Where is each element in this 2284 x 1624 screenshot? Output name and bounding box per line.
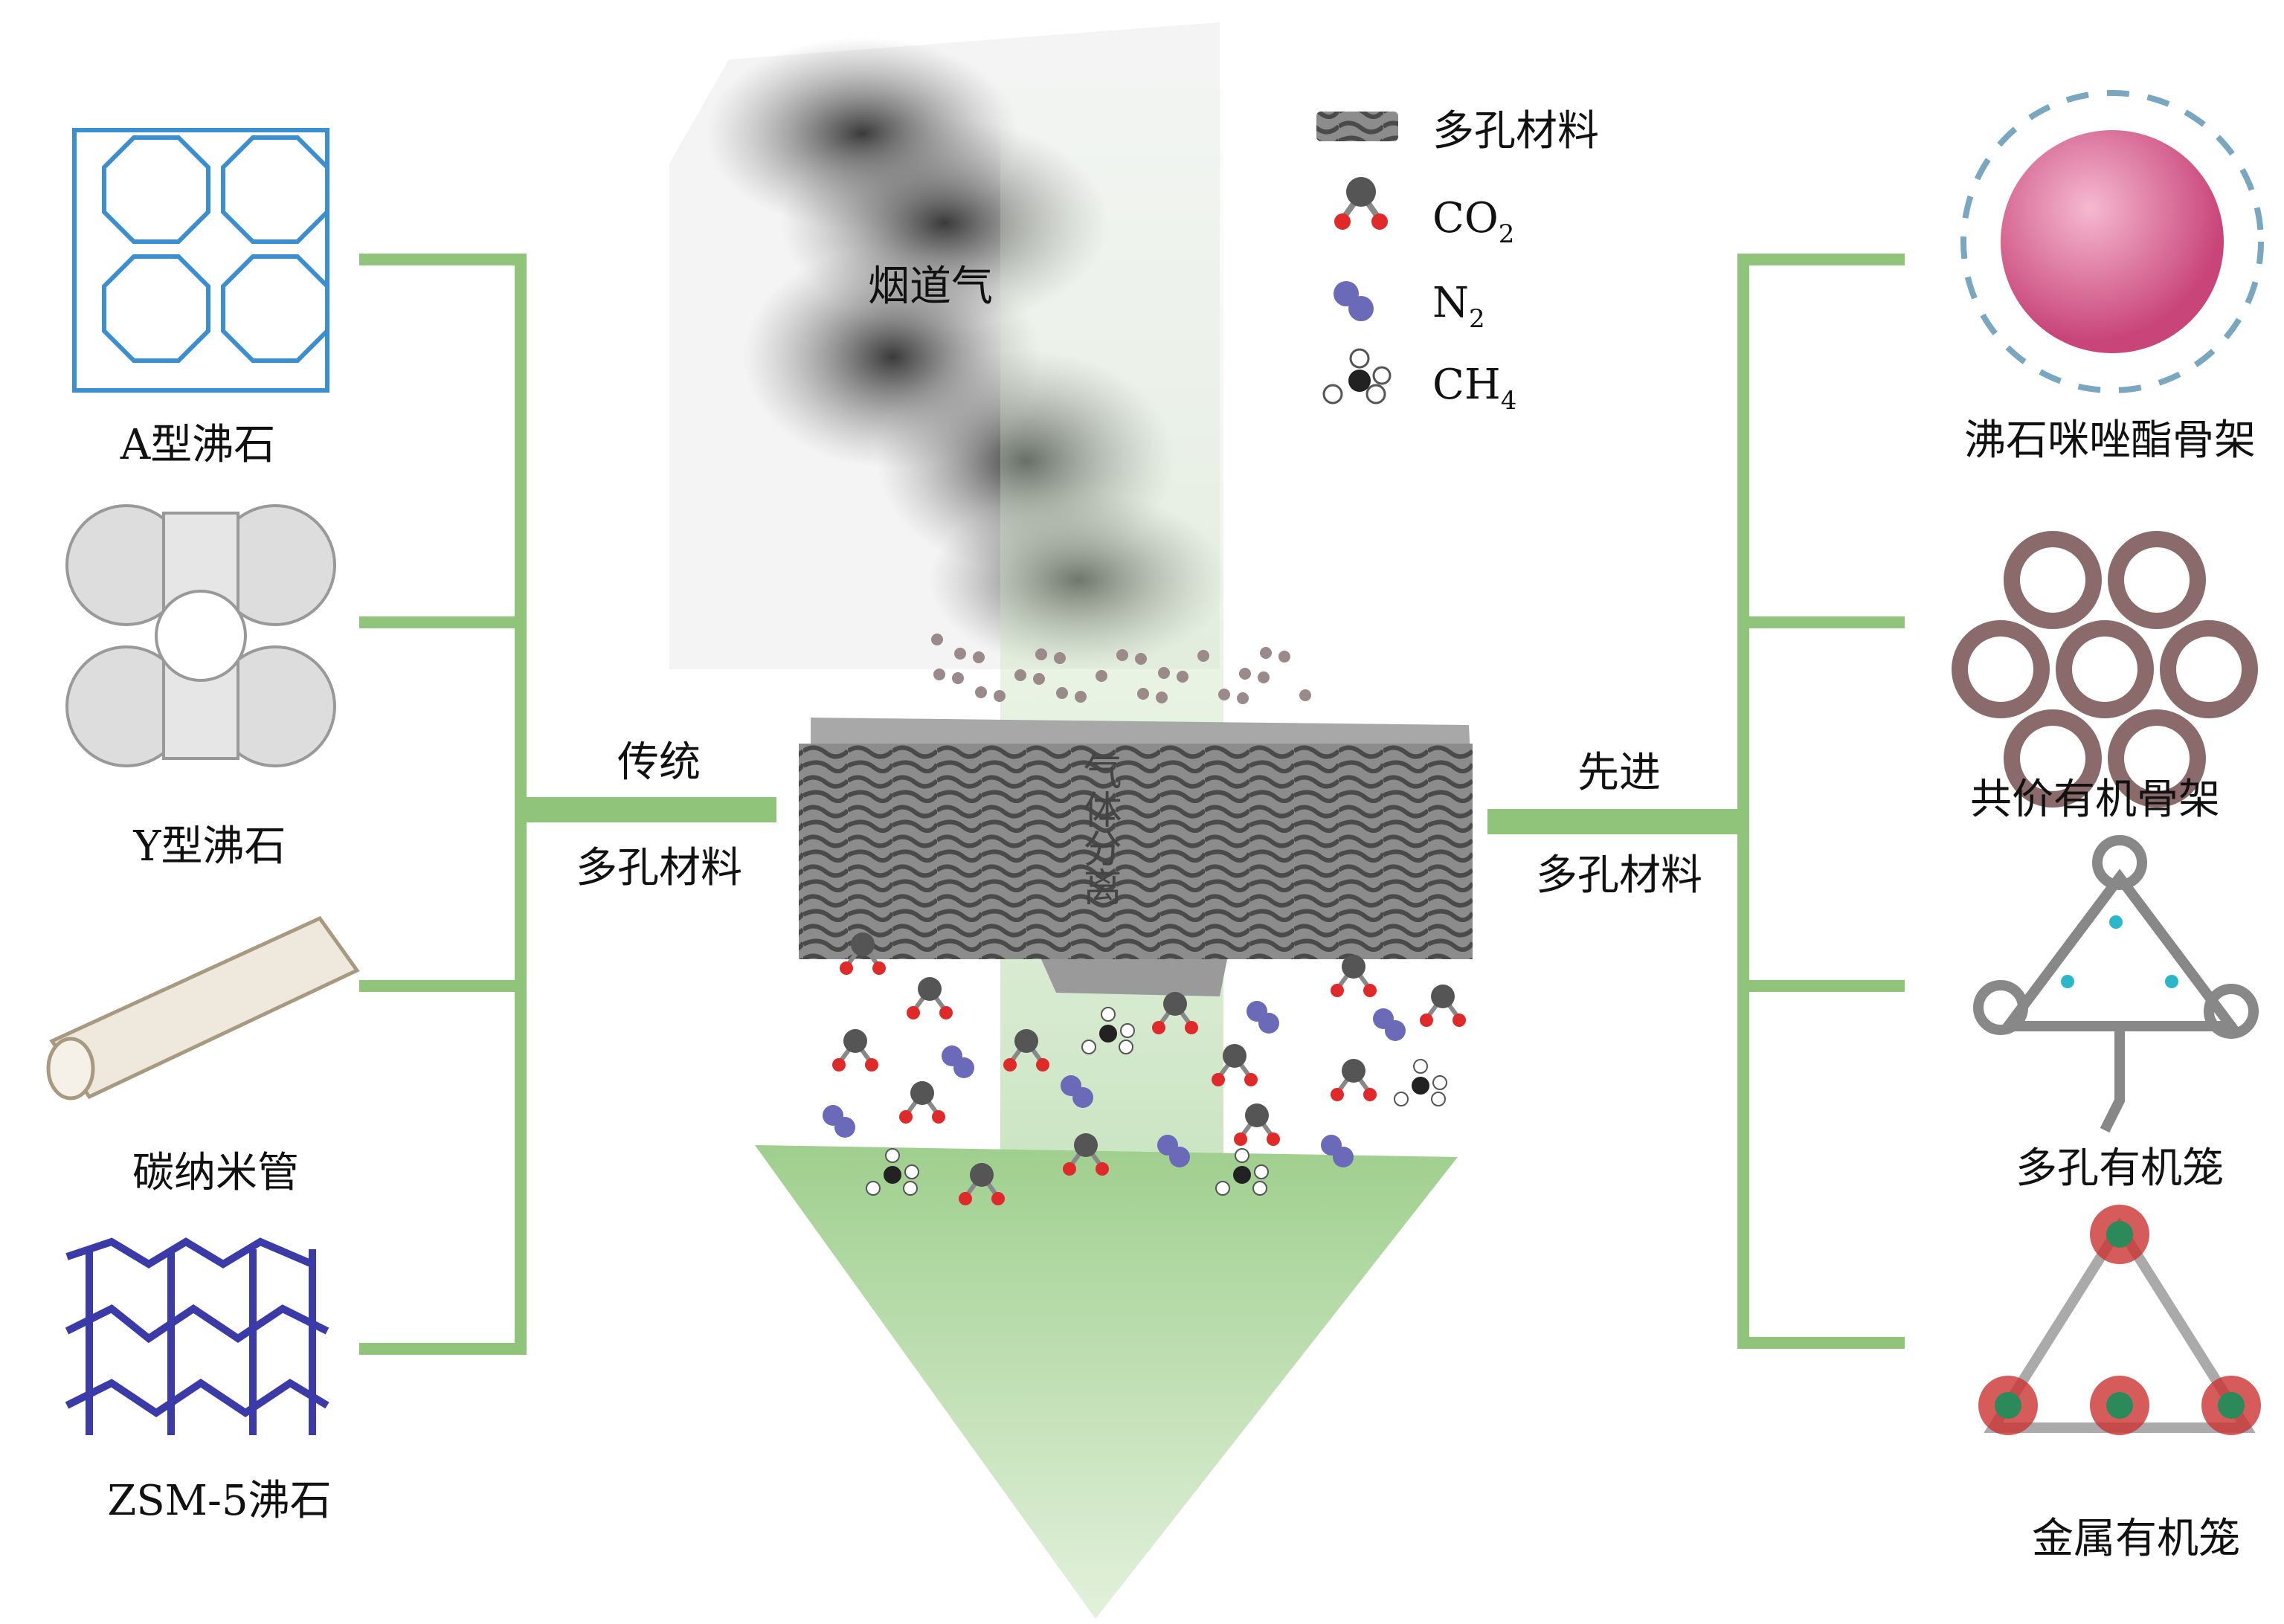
legend-item-co2: CO2	[1334, 177, 1514, 249]
smoke-particle	[1158, 667, 1170, 679]
left-group-label-porous: 多孔材料	[576, 844, 742, 892]
co2-molecule	[1003, 1029, 1049, 1072]
smoke-particle	[975, 686, 987, 698]
smoke-particle	[994, 690, 1006, 702]
co2-molecule	[1234, 1103, 1280, 1146]
gas-molecules	[823, 634, 1466, 1205]
co2-molecule	[1212, 1044, 1258, 1086]
co2-molecule-icon	[1334, 177, 1388, 230]
legend-label: N2	[1432, 279, 1485, 334]
legend-label: CO2	[1432, 194, 1514, 249]
co2-molecule	[832, 1029, 878, 1072]
zeolite-y-structure-icon	[65, 504, 336, 767]
legend-item-porous-material: 多孔材料	[1316, 107, 1599, 155]
smoke-particle	[1278, 651, 1290, 663]
co2-molecule	[959, 1163, 1005, 1205]
n2-molecule	[942, 1045, 974, 1078]
legend-label: 多孔材料	[1432, 107, 1599, 155]
zeolite-y-label: Y型沸石	[133, 822, 286, 871]
zif-structure-icon	[1960, 90, 2264, 393]
smoke-particle	[973, 651, 985, 663]
co2-molecule	[1420, 985, 1466, 1027]
smoke-particle	[954, 648, 966, 660]
ch4-molecule	[866, 1148, 919, 1196]
flue-gas-label: 烟道气	[868, 262, 993, 311]
gas-separation-label: 气体分离	[1076, 751, 1121, 906]
smoke-particle	[1116, 649, 1128, 661]
co2-molecule	[1331, 1059, 1377, 1101]
porous-material-icon	[1316, 112, 1398, 141]
n2-molecule	[823, 1105, 855, 1138]
legend: 多孔材料 CO2 N2 CH4	[1316, 107, 1599, 416]
right-group-label-advanced: 先进	[1577, 749, 1661, 797]
smoke-particle	[1014, 669, 1026, 681]
co2-molecule	[1063, 1133, 1109, 1176]
left-bracket	[359, 254, 776, 1355]
separation-arrow	[755, 1145, 1458, 1619]
smoke-particle	[1239, 668, 1251, 680]
left-group-label-traditional: 传统	[617, 738, 701, 787]
ch4-molecule	[1394, 1059, 1447, 1106]
carbon-nanotube-icon	[46, 915, 360, 1101]
porous-organic-cage-icon	[1973, 835, 2259, 1133]
metal-organic-cage-icon	[1978, 1205, 2261, 1435]
carbon-nanotube-label: 碳纳米管	[132, 1149, 299, 1197]
n2-molecule	[1157, 1135, 1190, 1167]
co2-molecule	[840, 932, 886, 975]
n2-molecule	[1061, 1075, 1093, 1108]
smoke-particle	[1075, 691, 1087, 703]
smoke-particle	[1054, 652, 1066, 664]
smoke-particle	[1299, 689, 1311, 701]
smoke-particle	[1035, 648, 1047, 660]
smoke-particle	[1177, 671, 1188, 683]
co2-molecule	[899, 1081, 945, 1124]
smoke-particle	[1156, 692, 1168, 703]
legend-label: CH4	[1432, 361, 1516, 416]
zeolite-a-structure-icon	[72, 128, 329, 393]
smoke-particle	[1056, 687, 1068, 699]
ch4-molecule	[1081, 1007, 1135, 1054]
smoke-particle	[1135, 653, 1147, 665]
smoke-particle	[933, 668, 945, 680]
ch4-molecule-icon	[1322, 348, 1392, 405]
separation-band	[1000, 89, 1223, 1160]
smoke-particle	[1218, 689, 1230, 700]
cof-label: 共价有机骨架	[1970, 776, 2220, 824]
co2-molecule	[1331, 955, 1377, 997]
cof-structure-icon	[1952, 531, 2258, 808]
n2-molecule-icon	[1334, 281, 1374, 321]
porous-organic-cage-label: 多孔有机笼	[2016, 1144, 2224, 1193]
smoke-particle	[1033, 673, 1045, 685]
smoke-particle	[931, 634, 943, 645]
n2-molecule	[1246, 1001, 1279, 1034]
n2-molecule	[1321, 1135, 1354, 1167]
ch4-molecule	[1215, 1148, 1269, 1196]
smoke-particle	[952, 672, 964, 684]
co2-molecule	[1152, 992, 1198, 1034]
smoke-particle	[1237, 692, 1249, 704]
zif-label: 沸石咪唑酯骨架	[1964, 416, 2256, 465]
n2-molecule	[1373, 1008, 1406, 1041]
smoke-particle	[1258, 671, 1270, 683]
metal-organic-cage-label: 金属有机笼	[2032, 1515, 2240, 1563]
legend-item-ch4: CH4	[1322, 348, 1516, 416]
smoke-particle	[1197, 650, 1209, 662]
right-bracket	[1487, 254, 1905, 1349]
zsm5-structure-icon	[65, 1237, 329, 1435]
zeolite-a-label: A型沸石	[120, 421, 275, 469]
smoke-particle	[1096, 670, 1107, 682]
co2-molecule	[907, 977, 953, 1019]
legend-item-n2: N2	[1334, 279, 1485, 334]
zsm5-label: ZSM-5沸石	[107, 1477, 331, 1525]
smoke-particle	[1260, 647, 1272, 659]
porous-material-block	[799, 718, 1473, 996]
smoke-particle	[1137, 688, 1149, 700]
right-group-label-porous: 多孔材料	[1536, 851, 1702, 900]
